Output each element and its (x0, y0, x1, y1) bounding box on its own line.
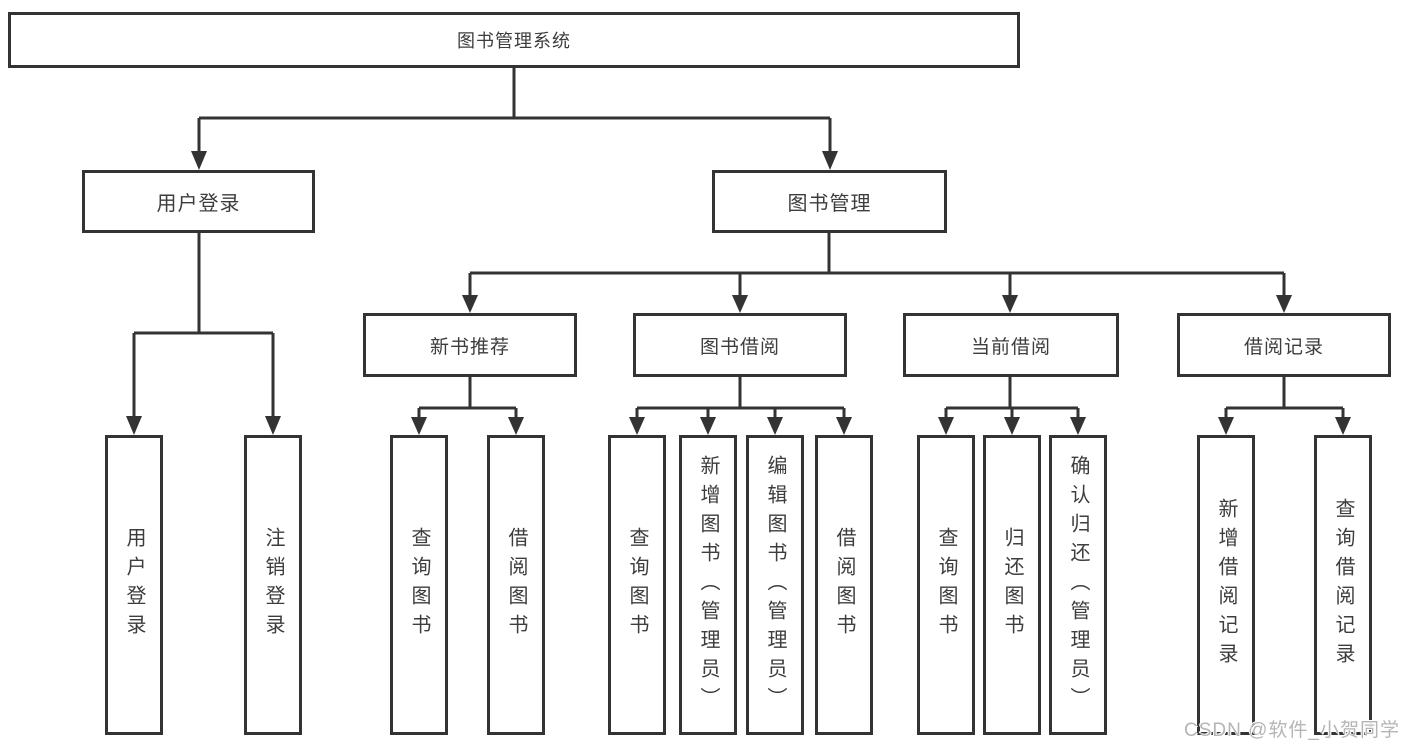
connector-book-borrowing-children (629, 377, 852, 435)
node-current-borrowing: 当前借阅 (903, 313, 1119, 377)
leaf-query-borrow-record: 查询借阅记录 (1314, 435, 1372, 735)
leaf-query-books-recommend: 查询图书 (390, 435, 448, 735)
connector-user-login-children (126, 233, 281, 435)
connector-root-to-level2 (191, 68, 838, 170)
connector-borrowing-records-children (1218, 377, 1351, 435)
node-user-login: 用户登录 (82, 170, 315, 233)
leaf-add-borrow-record: 新增借阅记录 (1197, 435, 1255, 735)
leaf-borrow-books: 借阅图书 (815, 435, 873, 735)
leaf-add-book-admin: 新增图书（管理员） (679, 435, 737, 735)
leaf-confirm-return-admin: 确认归还（管理员） (1049, 435, 1107, 735)
node-book-management: 图书管理 (712, 170, 947, 233)
connector-new-book-children (411, 377, 524, 435)
leaf-query-books-current: 查询图书 (917, 435, 975, 735)
node-borrowing-records: 借阅记录 (1177, 313, 1391, 377)
leaf-query-books-borrow: 查询图书 (608, 435, 666, 735)
leaf-return-books: 归还图书 (983, 435, 1041, 735)
node-book-borrowing: 图书借阅 (633, 313, 847, 377)
leaf-logout: 注销登录 (244, 435, 302, 735)
node-library-management-system: 图书管理系统 (8, 12, 1020, 68)
node-new-book-recommendation: 新书推荐 (363, 313, 577, 377)
connector-book-management-children (462, 233, 1292, 313)
leaf-borrow-books-recommend: 借阅图书 (487, 435, 545, 735)
leaf-user-login: 用户登录 (105, 435, 163, 735)
csdn-watermark: CSDN @软件_小贺同学 (1184, 720, 1400, 741)
leaf-edit-book-admin: 编辑图书（管理员） (746, 435, 804, 735)
connector-current-borrowing-children (938, 377, 1086, 435)
